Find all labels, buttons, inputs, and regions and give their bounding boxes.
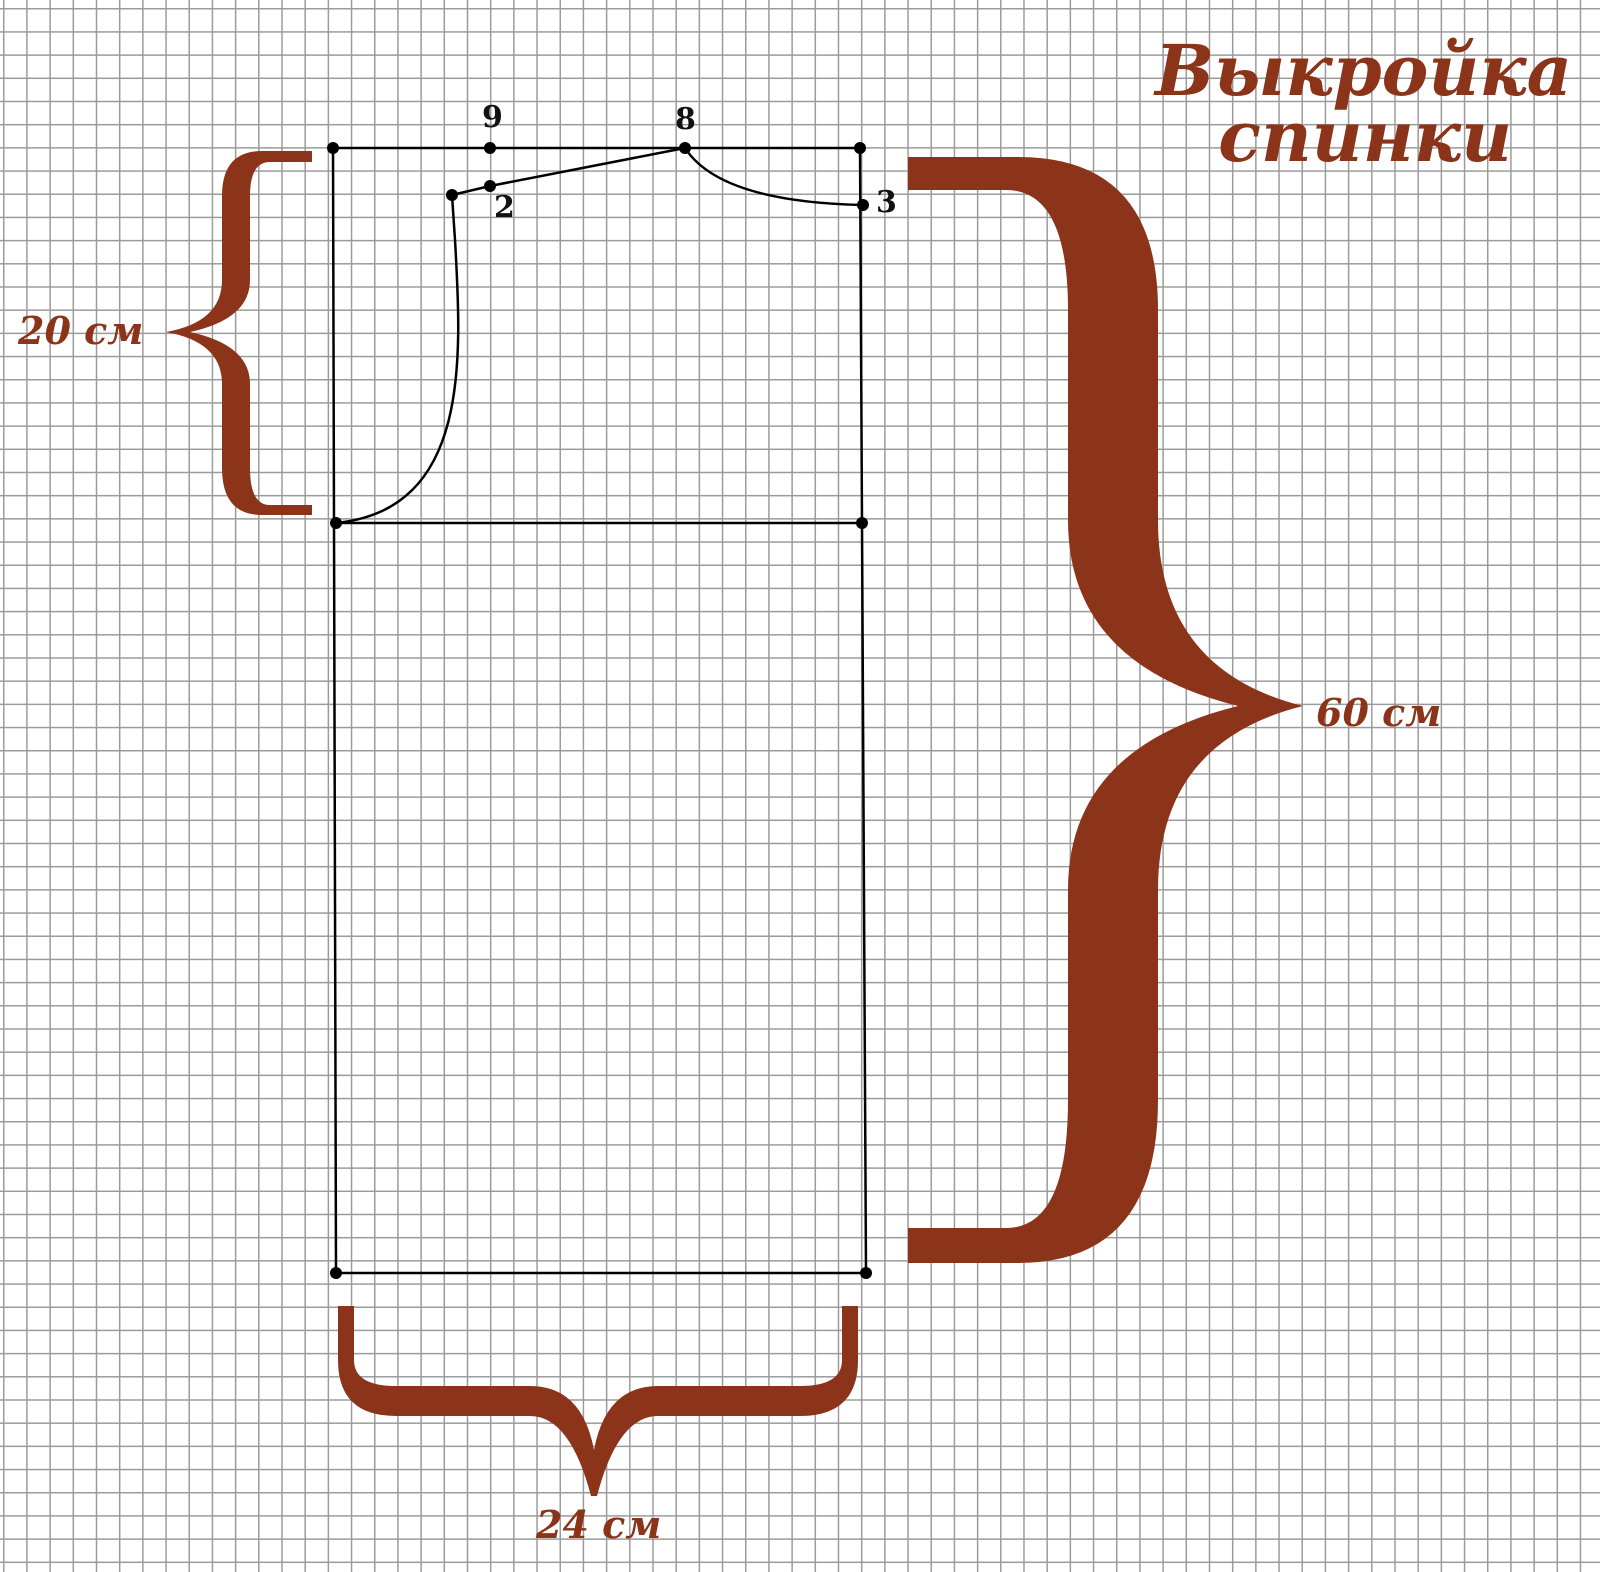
- length-brace: [908, 157, 1303, 1263]
- point-8-dot: [679, 142, 691, 154]
- point-2-dot: [484, 180, 496, 192]
- corner-top-right-dot: [854, 142, 866, 154]
- length-label: 60 см: [1316, 690, 1442, 735]
- armhole-top-dot: [446, 189, 458, 201]
- left-line: [331, 147, 338, 1274]
- right-line: [858, 147, 868, 1274]
- point-9-dot: [484, 142, 496, 154]
- corner-bottom-left-dot: [330, 1267, 342, 1279]
- point-3-label: 3: [876, 185, 897, 220]
- armhole-curve: [335, 194, 460, 525]
- width-label: 24 см: [536, 1502, 662, 1547]
- chest-right-dot: [856, 517, 868, 529]
- armhole-height-label: 20 см: [18, 308, 144, 353]
- point-9-label: 9: [482, 100, 503, 135]
- corner-bottom-right-dot: [860, 1267, 872, 1279]
- diagram-title-line1: Выкройка: [1154, 29, 1572, 112]
- pattern-outline: [331, 146, 868, 1275]
- point-8-label: 8: [675, 102, 696, 137]
- pattern-points: [327, 142, 872, 1279]
- neckline-curve: [683, 147, 864, 207]
- point-2-label: 2: [494, 190, 515, 225]
- point-3-dot: [857, 199, 869, 211]
- width-brace: [338, 1306, 858, 1496]
- chest-left-dot: [330, 517, 342, 529]
- armhole-height-brace: [166, 151, 312, 515]
- corner-top-left-dot: [327, 142, 339, 154]
- diagram-title-line2: спинки: [1218, 95, 1512, 178]
